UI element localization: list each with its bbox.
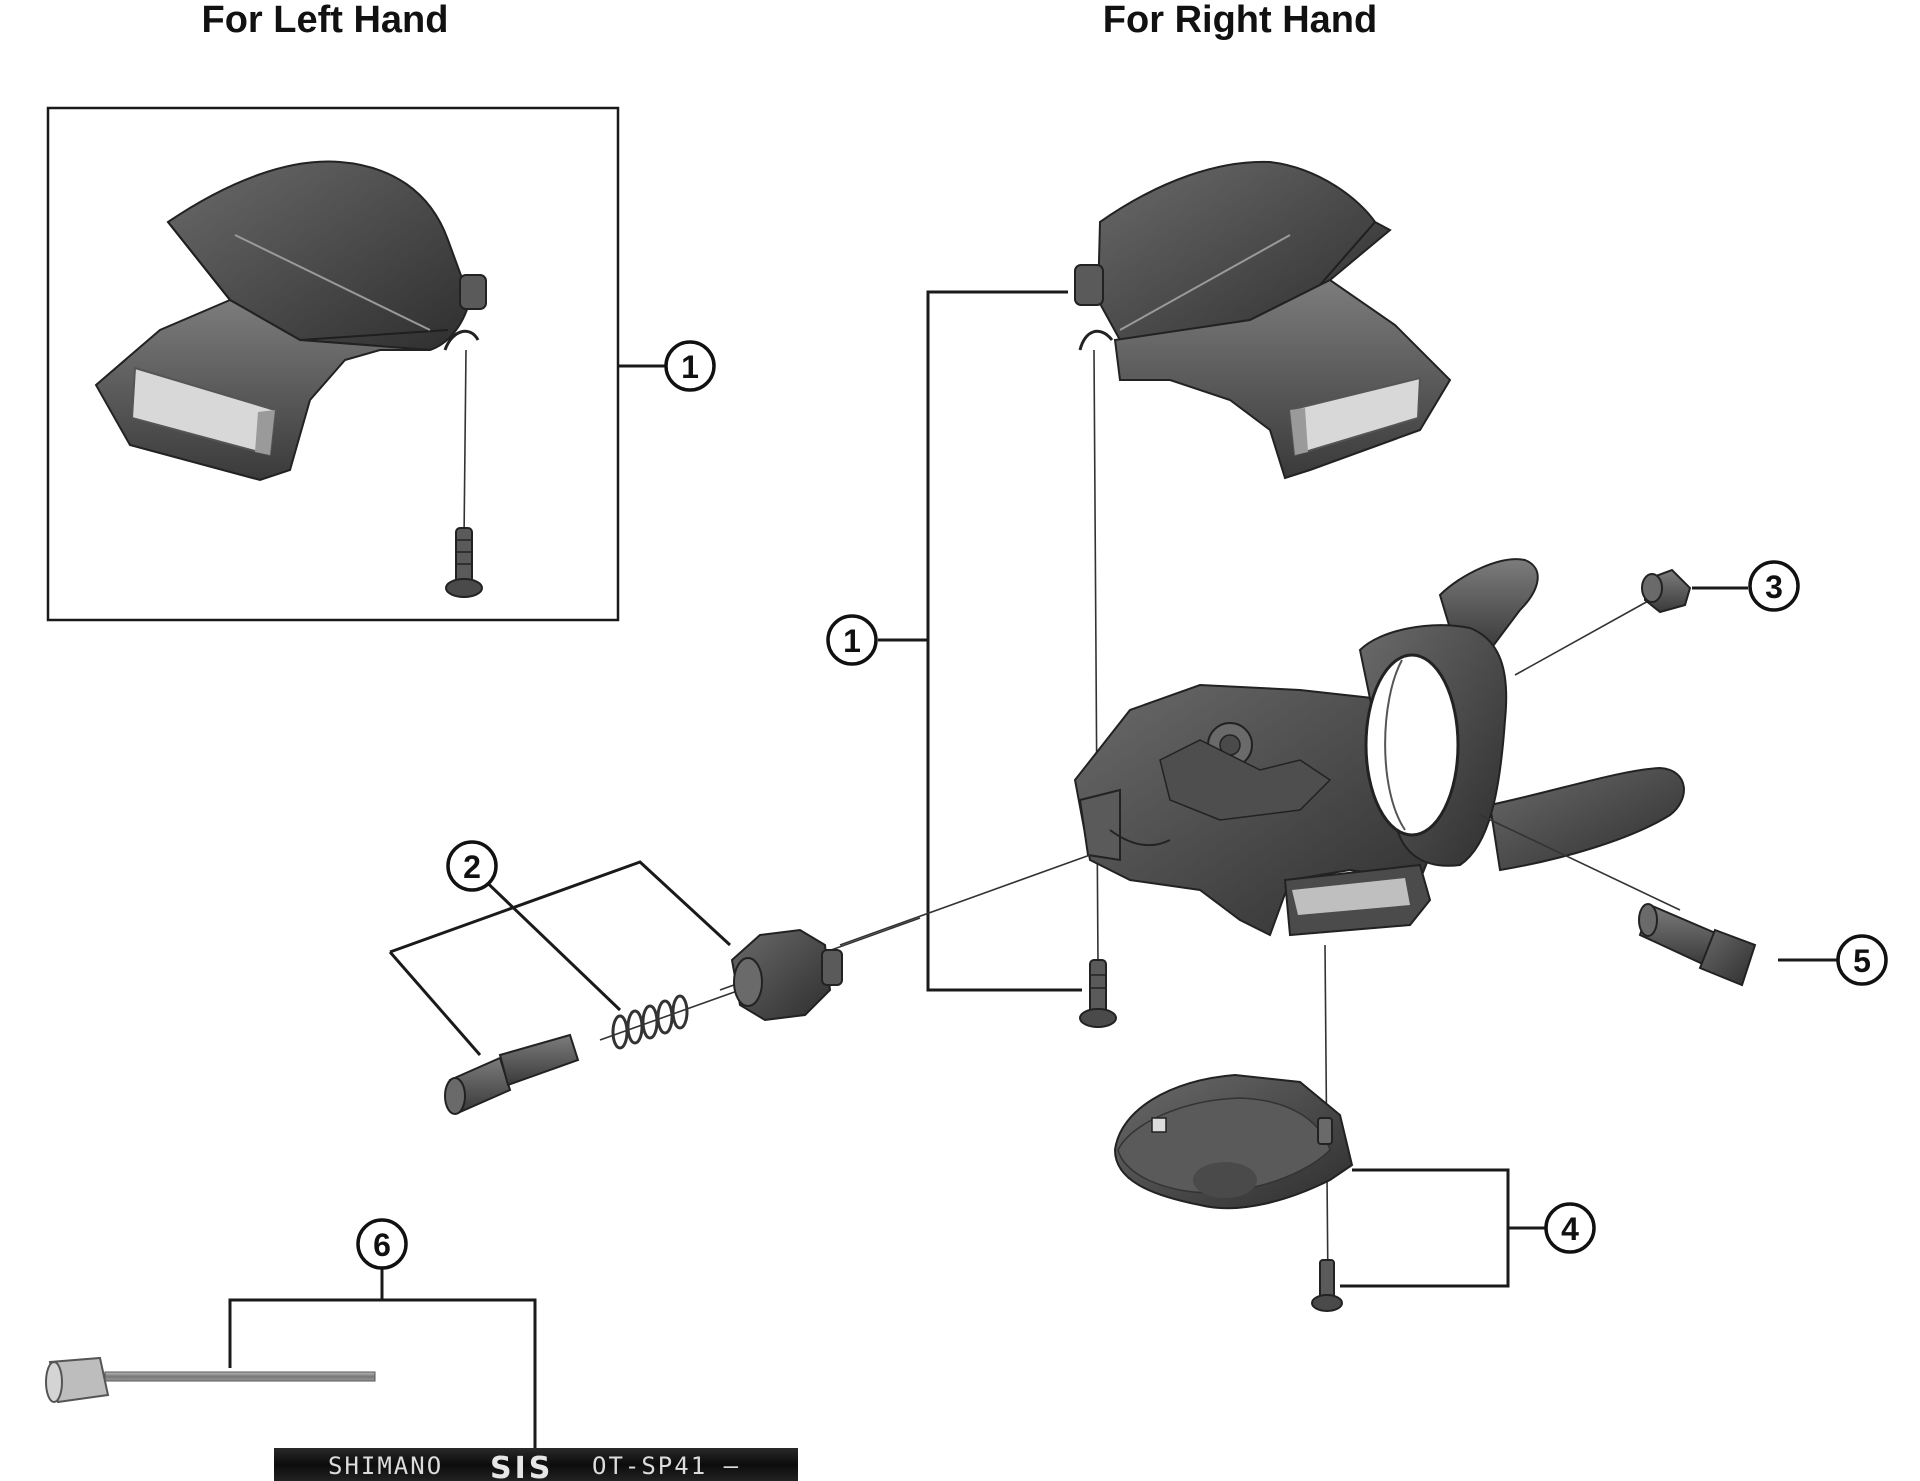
left-cover-screw-axis [463,349,467,541]
callout-3-circle [1748,560,1800,612]
housing-brand-text: SHIMANO [328,1452,443,1480]
adjusting-bolt [444,1033,580,1115]
housing-series-text: SIS [490,1451,553,1481]
callout-1-left-circle [664,340,716,392]
outer-cable-housing: SHIMANO SIS OT-SP41 – [274,1448,798,1481]
callout-3-label: 3 [1765,569,1783,605]
callout-1-left-label: 1 [681,349,699,385]
cap-part [1641,568,1692,614]
right-cover-screw [1079,959,1117,1028]
callout-2-leader-spring [474,870,622,1012]
base-cap [1113,1073,1354,1210]
base-cap-screw [1311,1259,1343,1312]
callout-4-label: 4 [1561,1211,1579,1247]
left-indicator-cover [94,160,487,482]
callout-1-right-circle [826,614,878,666]
cap-axis [1514,599,1651,676]
callout-6-circle [356,1218,408,1270]
adjusting-nut [730,928,843,1022]
callout-4-circle [1544,1202,1596,1254]
clamp-bolt [1638,903,1757,987]
clamp-bolt-axis [1479,814,1681,911]
callout-4-bracket [1340,1168,1510,1288]
callout-2-circle [446,840,498,892]
left-cover-screw [445,527,483,598]
shifter-main-body [1073,558,1685,937]
heading-left-hand: For Left Hand [202,0,449,41]
housing-model-text: OT-SP41 – [592,1452,740,1480]
callout-6-label: 6 [373,1227,391,1263]
right-indicator-cover [1074,160,1452,480]
callout-5-label: 5 [1853,943,1871,979]
callout-5-circle [1836,934,1888,986]
heading-right-hand: For Right Hand [1103,0,1377,41]
callout-1-right-label: 1 [843,623,861,659]
right-cover-screw-axis [1093,349,1099,966]
adjuster-spring [611,994,689,1050]
callout-2-leader-nut [389,860,732,954]
adjuster-axis-spring [599,989,741,1041]
left-hand-frame [46,106,620,622]
callout-2-label: 2 [463,849,481,885]
inner-cable [45,1356,376,1404]
callout-2-leader-bolt-2 [388,951,482,1056]
adjuster-axis-left [839,854,1091,946]
